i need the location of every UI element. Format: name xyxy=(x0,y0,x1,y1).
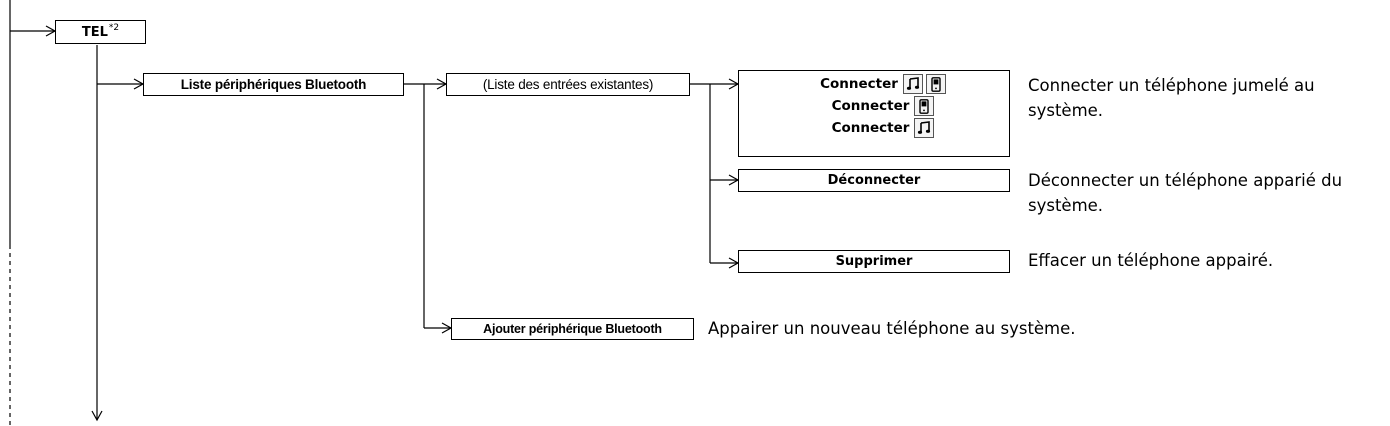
connect-line-phone: Connecter xyxy=(832,95,935,117)
music-icon xyxy=(914,118,935,138)
disconnect-node: Déconnecter xyxy=(738,169,1010,192)
existing-entries-node: (Liste des entrées existantes) xyxy=(446,73,690,96)
bluetooth-devices-label: Liste périphériques Bluetooth xyxy=(180,77,367,92)
connect-description: Connecter un téléphone jumelé au système… xyxy=(1028,76,1315,120)
tel-label: TEL xyxy=(81,24,108,40)
delete-label: Supprimer xyxy=(835,254,913,269)
connect-line-audio-phone: Connecter xyxy=(820,73,946,95)
add-bluetooth-device-description: Appairer un nouveau téléphone au système… xyxy=(708,319,1076,338)
existing-entries-label: (Liste des entrées existantes) xyxy=(482,77,654,92)
connect-line-audio: Connecter xyxy=(832,117,935,139)
tel-footnote: *2 xyxy=(108,23,120,33)
add-bluetooth-device-node: Ajouter périphérique Bluetooth xyxy=(451,318,694,340)
delete-description: Effacer un téléphone appairé. xyxy=(1028,251,1274,270)
phone-icon xyxy=(914,96,935,116)
tel-node: TEL*2 xyxy=(55,20,146,44)
music-icon xyxy=(902,74,923,94)
connect-label: Connecter xyxy=(831,98,910,114)
delete-node: Supprimer xyxy=(738,250,1010,273)
bluetooth-devices-node: Liste périphériques Bluetooth xyxy=(143,73,404,96)
disconnect-label: Déconnecter xyxy=(827,173,921,188)
phone-icon xyxy=(925,74,946,94)
add-bluetooth-device-label: Ajouter périphérique Bluetooth xyxy=(483,322,662,336)
disconnect-description: Déconnecter un téléphone apparié du syst… xyxy=(1028,171,1343,215)
connect-label: Connecter xyxy=(820,76,898,92)
connect-options-node: Connecter Connecter Connecter xyxy=(738,70,1010,157)
connect-label: Connecter xyxy=(831,120,910,136)
